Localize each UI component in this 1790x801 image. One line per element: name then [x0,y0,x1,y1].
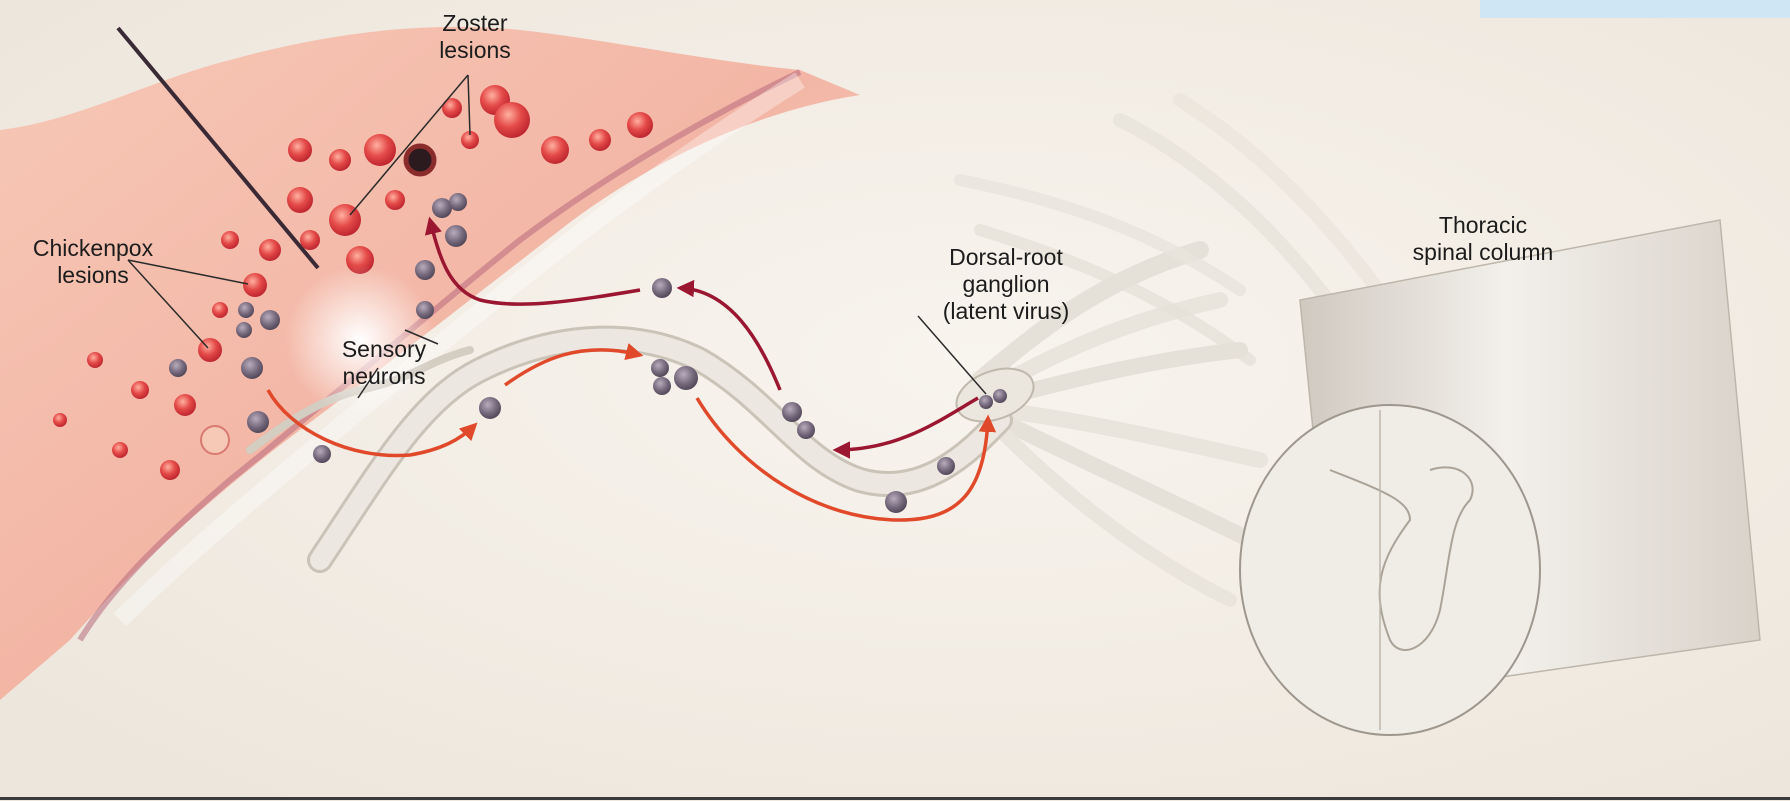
virus-particle-icon [993,389,1007,403]
lesion-icon [403,143,437,177]
lesion-icon [112,442,128,458]
label-glow [285,265,435,415]
spinal-column [1239,219,1761,736]
lesion-icon [329,149,351,171]
bottom-rule [0,797,1790,800]
leader-line [357,367,379,399]
lesion-icon [259,239,281,261]
corner-tab [1480,0,1790,18]
virus-particle-icon [653,377,671,395]
lesion-icon [627,112,653,138]
arrow-icon [832,396,979,459]
arrow-icon [676,279,782,391]
lesion-icon [589,129,611,151]
lesion-icon [461,131,479,149]
reactivation-path [424,216,979,459]
label-line: spinal column [1412,239,1554,265]
arrow-icon [503,343,644,387]
lesion-icon [131,381,149,399]
lesion-icon [288,138,312,162]
virus-particle-icon [979,395,993,409]
virus-particle-icon [674,366,698,390]
label-line: Sensory [341,336,427,362]
lesion-icon [494,102,530,138]
label-line: Thoracic [1438,212,1528,238]
spinal-cross-section [1239,404,1541,736]
arrow-icon [266,389,478,458]
lesion-icon [212,302,228,318]
virus-particle-icon [260,310,280,330]
label-line: Dorsal-root [949,244,1063,270]
virus-particle-icon [169,359,187,377]
chickenpox-lesions-label: Chickenpox lesions [8,235,178,289]
nerve-root-bundle [954,93,1407,607]
virus-particle-icon [238,302,254,318]
label-line: lesions [439,37,511,63]
lesion-icon [174,394,196,416]
lesion-icon [160,460,180,480]
virus-particle-icon [652,278,672,298]
label-line: (latent virus) [942,298,1070,324]
leader-line [467,74,471,136]
label-line: neurons [342,363,426,389]
skin-surface [0,26,860,701]
leader-line [127,259,209,349]
virus-particle-icon [415,260,435,280]
needle [116,26,320,270]
virus-particle-icon [445,225,467,247]
virus-particle-icon [247,411,269,433]
virus-particles [169,193,1007,513]
dorsal-root-ganglion-label: Dorsal-root ganglion (latent virus) [900,244,1112,325]
lesion-icon [541,136,569,164]
virus-particle-icon [479,397,501,419]
virus-particle-icon [797,421,815,439]
leader-line [127,259,249,285]
virus-particle-icon [236,322,252,338]
arrow-icon [424,216,641,306]
leader-line [404,329,439,345]
virus-particle-icon [782,402,802,422]
lesion-icon [442,98,462,118]
virus-particle-icon [937,457,955,475]
leader-line [349,74,469,216]
leader-line [917,315,987,395]
lesion-icon [243,273,267,297]
virus-particle-icon [651,359,669,377]
label-line: Zoster [442,10,508,36]
zoster-lesions-label: Zoster lesions [400,10,550,64]
label-line: Chickenpox [32,235,154,261]
virus-particle-icon [313,445,331,463]
lesion-icon [200,425,230,455]
lesion-icon [221,231,239,249]
arrow-icon [695,397,997,522]
virus-particle-icon [449,193,467,211]
label-line: ganglion [962,271,1050,297]
lesion-group [53,85,653,480]
label-line: lesions [57,262,129,288]
lesion-icon [287,187,313,213]
leader-lines [127,74,987,399]
virus-particle-icon [432,198,452,218]
primary-infection-path [266,343,997,522]
lesion-icon [87,352,103,368]
lesion-icon [53,413,67,427]
lesion-icon [364,134,396,166]
virus-particle-icon [416,301,434,319]
lesion-icon [300,230,320,250]
lesion-icon [385,190,405,210]
virus-particle-icon [241,357,263,379]
grey-matter-outline [1329,466,1474,651]
virus-particle-icon [885,491,907,513]
thoracic-spinal-column-label: Thoracic spinal column [1378,212,1588,266]
sensory-neurons-label: Sensory neurons [318,336,450,390]
